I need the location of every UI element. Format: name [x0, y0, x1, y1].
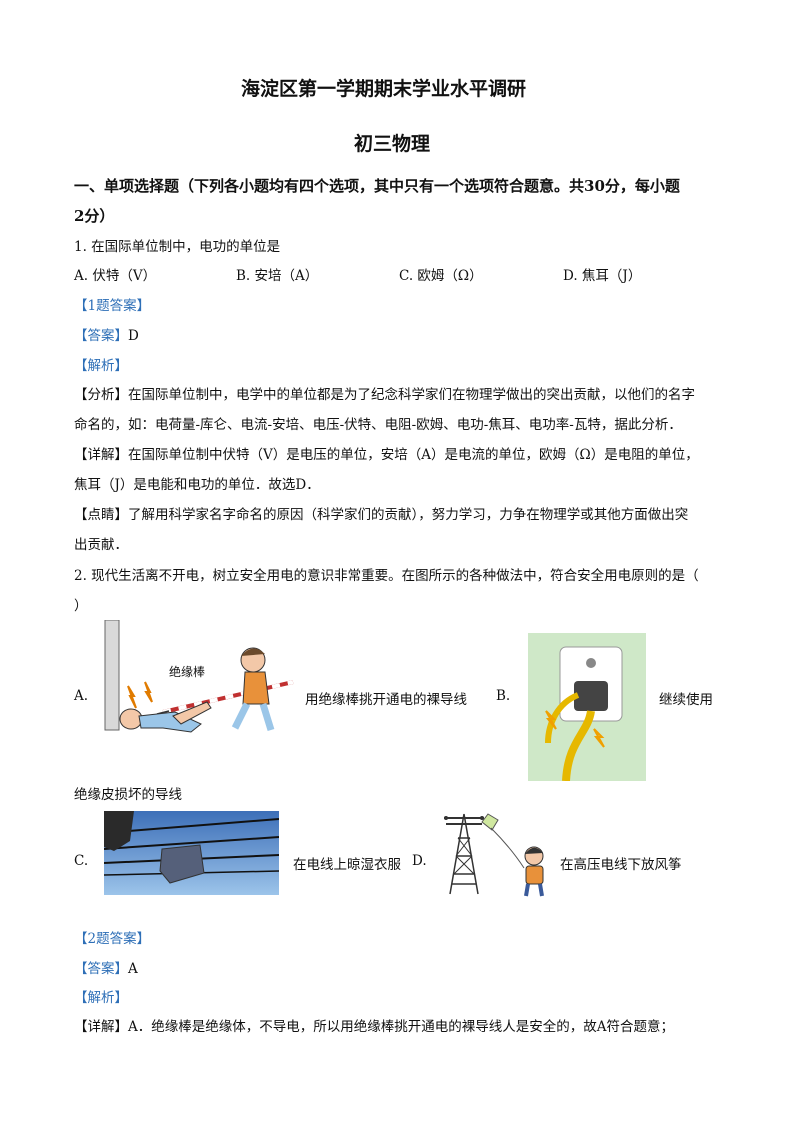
dianjing-text: 了解用科学家名字命名的原因（科学家们的贡献），努力学习，力争在物理学或其他方面做… — [128, 507, 689, 523]
damaged-wire-socket-image — [528, 633, 646, 781]
page-title: 海淀区第一学期期末学业水平调研 — [241, 78, 527, 100]
q1-stem: 1. 在国际单位制中，电功的单位是 — [74, 239, 281, 255]
q2-option-d-label: D. — [412, 853, 427, 869]
q1-analysis-tag: 【解析】 — [74, 358, 128, 374]
fenxi-label: 【分析】 — [74, 387, 128, 403]
q2-stem-line1: 2. 现代生活离不开电，树立安全用电的意识非常重要。在图所示的各种做法中，符合安… — [74, 568, 699, 584]
xiangjie-label: 【详解】 — [74, 447, 128, 463]
answer-value: A — [128, 961, 138, 977]
section-heading: 一、单项选择题（下列各小题均有四个选项，其中只有一个选项符合题意。共30分，每小… — [74, 177, 680, 195]
q1-option-b: B. 安培（A） — [236, 268, 319, 284]
q2-option-c-text: 在电线上晾湿衣服 — [293, 857, 401, 873]
q2-analysis-tag: 【解析】 — [74, 990, 128, 1006]
answer-label: 【答案】 — [74, 961, 128, 977]
q1-dianjing-line2: 出贡献． — [74, 537, 128, 553]
fenxi-text: 在国际单位制中，电学中的单位都是为了纪念科学家们在物理学做出的突出贡献，以他们的… — [128, 387, 695, 403]
rod-label: 绝缘棒 — [169, 664, 205, 679]
q1-dianjing-line1: 【点睛】了解用科学家名字命名的原因（科学家们的贡献），努力学习，力争在物理学或其… — [74, 503, 688, 523]
q2-answer-tag: 【2题答案】 — [74, 931, 151, 947]
section-heading-cont: 2分） — [74, 207, 115, 225]
page-subtitle: 初三物理 — [354, 133, 431, 155]
q1-option-c: C. 欧姆（Ω） — [399, 268, 483, 284]
q1-xiangjie-line1: 【详解】在国际单位制中伏特（V）是电压的单位，安培（A）是电流的单位，欧姆（Ω）… — [74, 443, 699, 463]
q1-fenxi-line1: 【分析】在国际单位制中，电学中的单位都是为了纪念科学家们在物理学做出的突出贡献，… — [74, 383, 695, 403]
answer-label: 【答案】 — [74, 328, 128, 344]
q2-option-b-text-cont: 绝缘皮损坏的导线 — [74, 787, 182, 803]
xiangjie-text: 在国际单位制中伏特（V）是电压的单位，安培（A）是电流的单位，欧姆（Ω）是电阻的… — [128, 447, 699, 463]
dianjing-label: 【点睛】 — [74, 507, 128, 523]
insulating-rod-image: 绝缘棒 — [104, 620, 294, 733]
q2-stem-line2: ） — [74, 598, 88, 614]
q1-option-a: A. 伏特（V） — [74, 268, 157, 284]
kite-under-power-lines-image — [444, 813, 544, 897]
wet-clothes-on-wire-image — [104, 811, 279, 895]
q2-answer: 【答案】A — [74, 957, 138, 977]
q2-option-c-label: C. — [74, 853, 89, 869]
q2-option-b-text: 继续使用 — [659, 692, 713, 708]
q1-answer: 【答案】D — [74, 324, 139, 344]
q2-xiangjie-line1: 【详解】A．绝缘棒是绝缘体，不导电，所以用绝缘棒挑开通电的裸导线人是安全的，故A… — [74, 1015, 674, 1035]
answer-value: D — [128, 328, 139, 344]
q2-option-a-text: 用绝缘棒挑开通电的裸导线 — [305, 692, 467, 708]
q1-option-d: D. 焦耳（J） — [563, 268, 642, 284]
q1-xiangjie-line2: 焦耳（J）是电能和电功的单位．故选D． — [74, 477, 320, 493]
xiangjie-label: 【详解】 — [74, 1019, 128, 1035]
q1-fenxi-line2: 命名的，如：电荷量-库仑、电流-安培、电压-伏特、电阻-欧姆、电功-焦耳、电功率… — [74, 417, 682, 433]
q1-answer-tag: 【1题答案】 — [74, 298, 151, 314]
xiangjie-text: A．绝缘棒是绝缘体，不导电，所以用绝缘棒挑开通电的裸导线人是安全的，故A符合题意… — [128, 1019, 674, 1035]
q2-option-d-text: 在高压电线下放风筝 — [560, 857, 682, 873]
q2-option-a-label: A. — [74, 688, 89, 704]
q2-option-b-label: B. — [496, 688, 511, 704]
